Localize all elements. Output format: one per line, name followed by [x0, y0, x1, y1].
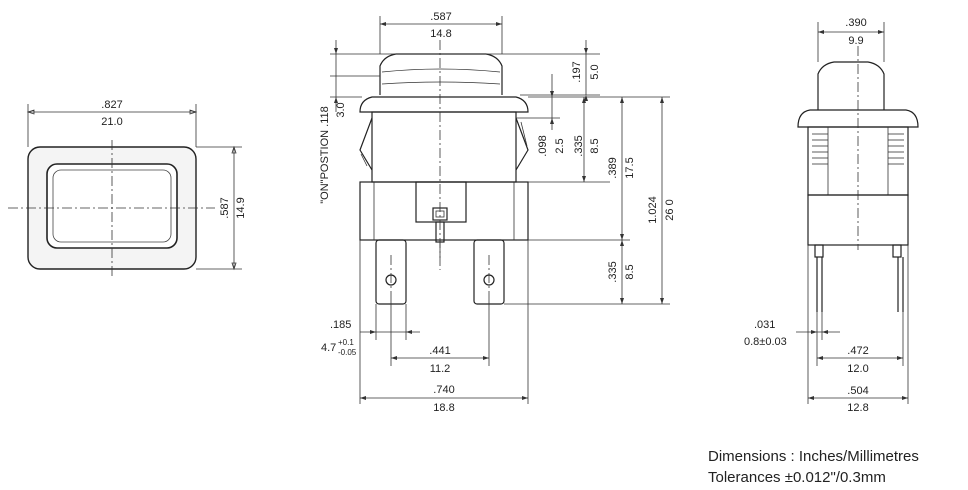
end-outer-mm: 12.8 — [847, 402, 868, 414]
side-tab-mm: 4.7 — [321, 342, 336, 354]
end-span-mm: 12.0 — [847, 363, 868, 375]
side-top-mm: 14.8 — [430, 28, 451, 40]
side-width-mm: 18.8 — [433, 402, 454, 414]
side-term-mm: 8.5 — [624, 264, 636, 279]
end-outer-in: .504 — [847, 385, 868, 397]
side-term-in: .335 — [607, 261, 619, 282]
side-d1-mm: 2.5 — [554, 138, 566, 153]
side-cap — [379, 53, 503, 95]
end-span-in: .472 — [847, 345, 868, 357]
side-pitch-in: .441 — [429, 345, 450, 357]
side-tab-tol-minus: -0.05 — [338, 348, 357, 357]
front-button-inner — [52, 169, 172, 243]
front-view: .827 21.0 .587 14.9 — [8, 99, 247, 276]
side-total-mm: 26 0 — [664, 199, 676, 220]
end-view: .390 9.9 .031 0.8±0.03 .472 12.0 .504 12… — [744, 17, 919, 414]
end-top-in: .390 — [845, 17, 866, 29]
side-d3-mm: 17.5 — [624, 157, 636, 178]
side-d1-in: .098 — [537, 135, 549, 156]
side-view: .587 14.8 .197 5.0 "ON"POSTION .118 3.0 … — [319, 11, 676, 414]
tolerance-note: Tolerances ±0.012"/0.3mm — [708, 469, 886, 486]
side-flange — [359, 96, 529, 113]
side-body — [371, 111, 517, 183]
side-d3-in: .389 — [607, 157, 619, 178]
end-base — [807, 194, 909, 246]
side-tab-tol-plus: +0.1 — [338, 338, 354, 347]
side-top-in: .587 — [430, 11, 451, 23]
side-d2-in: .335 — [573, 135, 585, 156]
front-height-mm: 14.9 — [235, 197, 247, 218]
end-pin-mm: 0.8±0.03 — [744, 336, 787, 348]
front-width-mm: 21.0 — [101, 116, 122, 128]
side-total-in: 1.024 — [647, 196, 659, 224]
side-pitch-mm: 11.2 — [430, 363, 451, 375]
side-width-in: .740 — [433, 384, 454, 396]
end-pin-in: .031 — [754, 319, 775, 331]
side-on-position-label: "ON"POSTION .118 — [319, 106, 331, 203]
side-center-terminal — [415, 181, 467, 223]
side-on-position-mm: 3.0 — [335, 102, 347, 117]
front-height-in: .587 — [219, 197, 231, 218]
end-top-mm: 9.9 — [848, 35, 863, 47]
side-tab-in: .185 — [330, 319, 351, 331]
side-d2-mm: 8.5 — [589, 138, 601, 153]
end-cap — [817, 61, 885, 110]
side-cap-mm: 5.0 — [589, 64, 601, 79]
end-flange — [797, 109, 919, 128]
side-cap-in: .197 — [571, 61, 583, 82]
units-note: Dimensions : Inches/Millimetres — [708, 448, 919, 465]
front-width-in: .827 — [101, 99, 122, 111]
